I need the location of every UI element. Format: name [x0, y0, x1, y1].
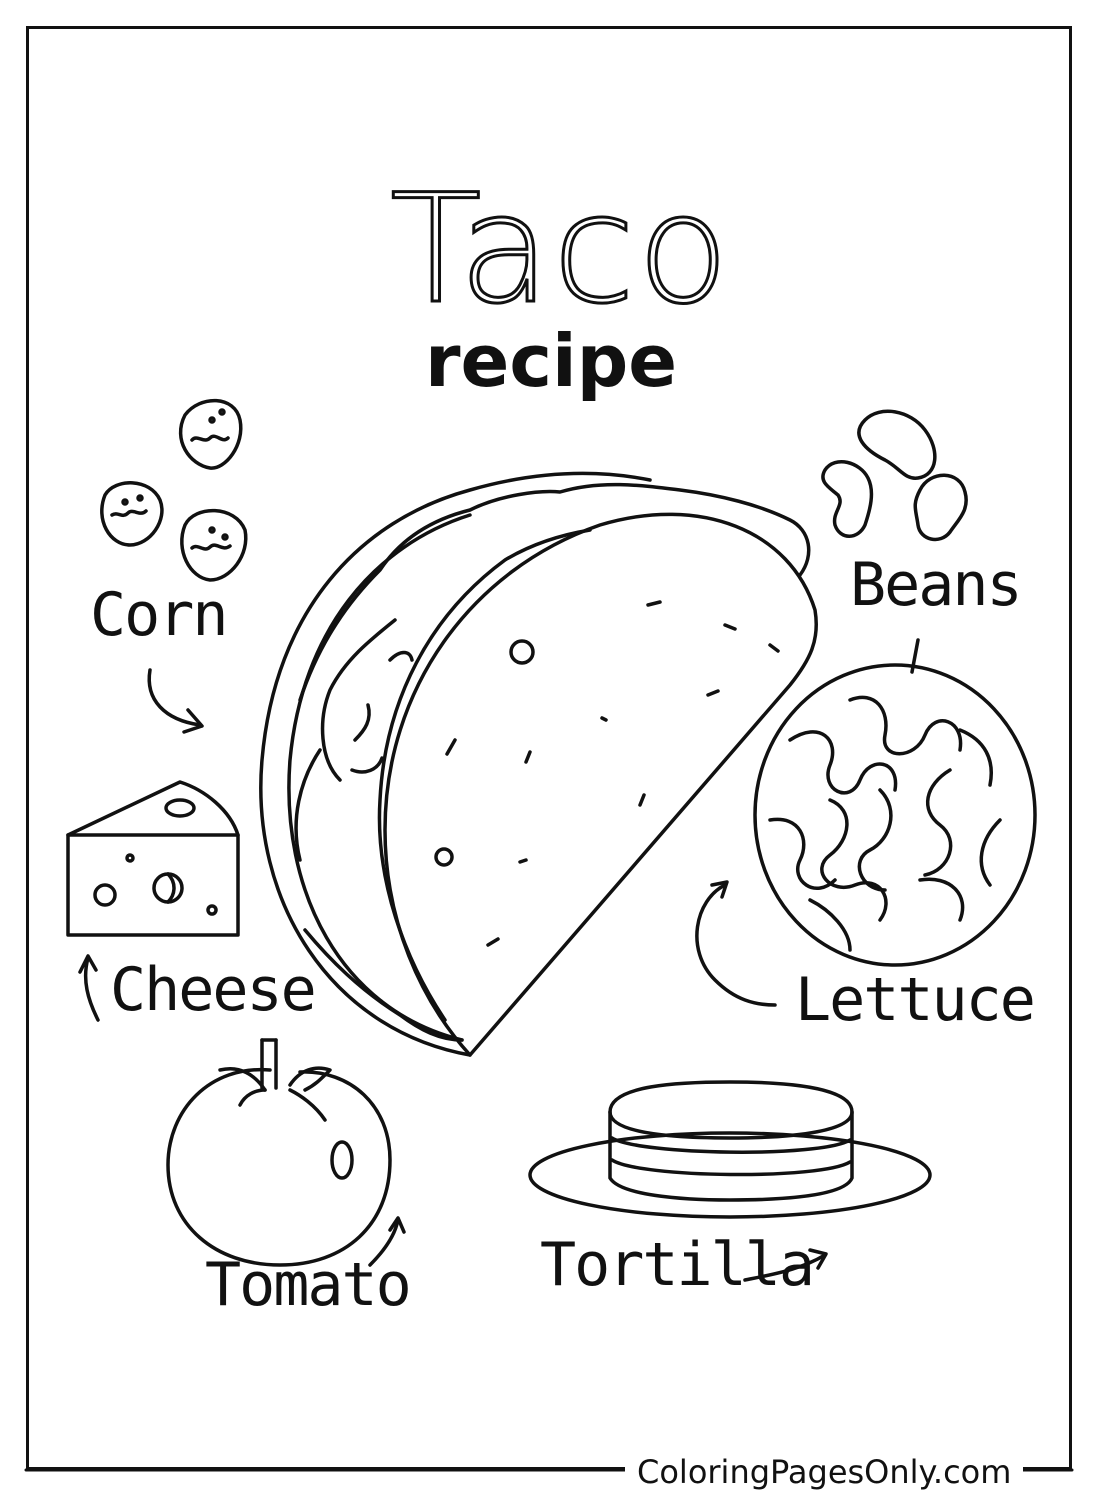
taco-icon: [259, 471, 818, 1057]
label-cheese: Cheese: [110, 955, 317, 1025]
page-subtitle: recipe: [425, 319, 678, 403]
label-beans: Beans: [850, 550, 1023, 620]
cheese-icon: [66, 780, 240, 937]
lettuce-icon: [753, 663, 1037, 967]
site-watermark: ColoringPagesOnly.com: [625, 1452, 1024, 1492]
corn-kernel-icon: [100, 398, 248, 582]
tomato-icon: [166, 1038, 392, 1267]
label-corn: Corn: [90, 580, 228, 650]
label-tortilla: Tortilla: [540, 1230, 815, 1300]
label-lettuce: Lettuce: [795, 965, 1036, 1035]
arrow-icon: [78, 638, 920, 1282]
tortilla-stack-icon: [528, 1080, 932, 1219]
page-title: Taco: [389, 163, 731, 337]
bean-icon: [821, 409, 968, 542]
label-tomato: Tomato: [205, 1250, 412, 1320]
